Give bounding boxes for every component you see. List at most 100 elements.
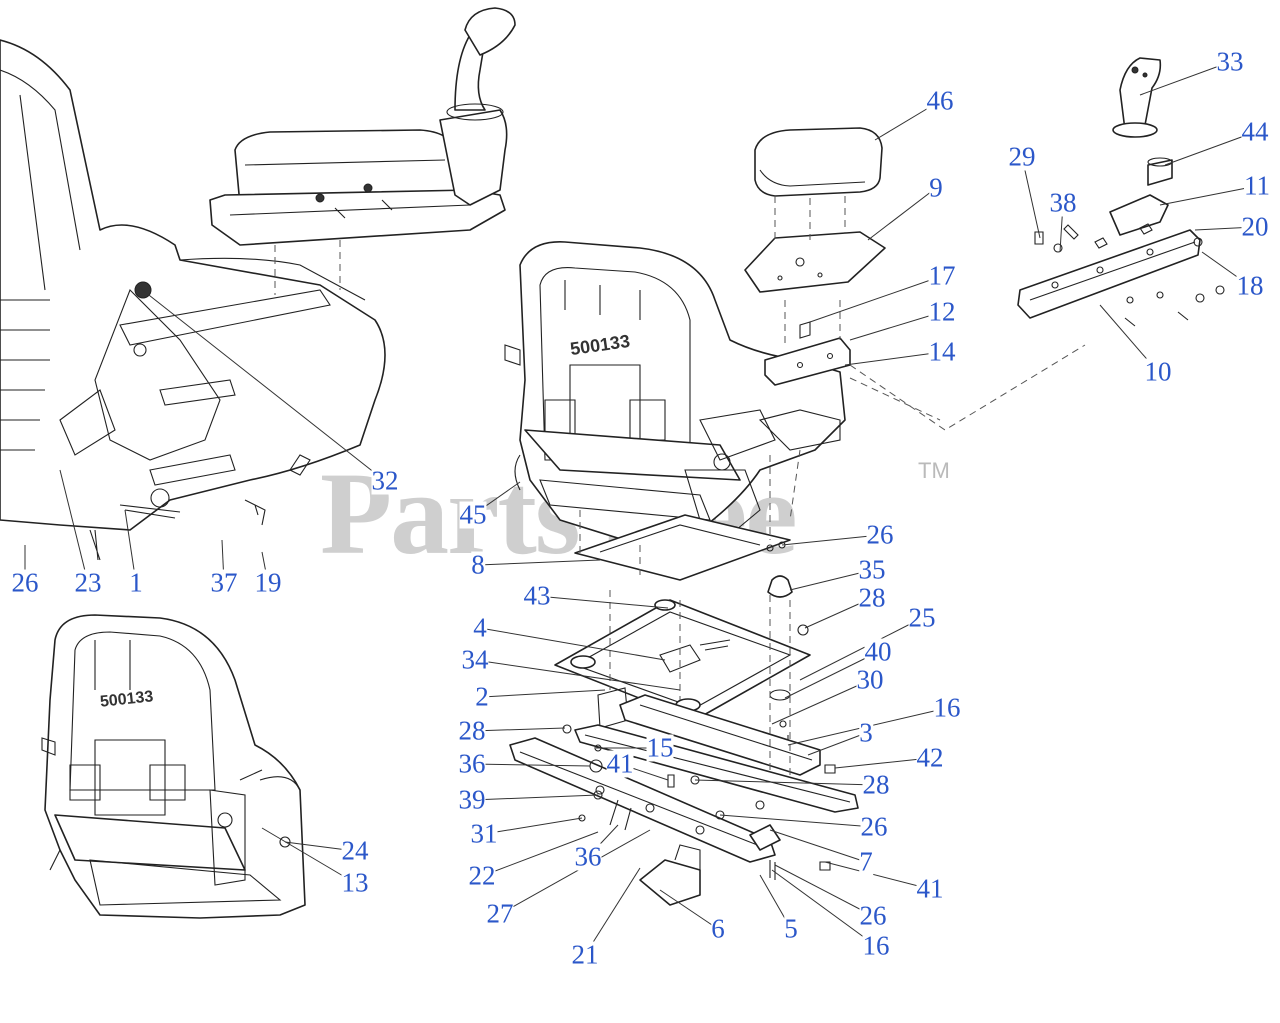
leader-line-39 bbox=[471, 794, 599, 801]
armrest-pad-46 bbox=[754, 127, 883, 197]
callout-10[interactable]: 10 bbox=[1144, 356, 1172, 387]
callout-41[interactable]: 41 bbox=[916, 873, 944, 904]
callout-43[interactable]: 43 bbox=[523, 580, 551, 611]
callout-4[interactable]: 4 bbox=[473, 612, 487, 643]
callout-12[interactable]: 12 bbox=[928, 296, 956, 327]
callout-25[interactable]: 25 bbox=[908, 602, 936, 633]
callout-33[interactable]: 33 bbox=[1216, 46, 1244, 77]
callout-26[interactable]: 26 bbox=[866, 519, 894, 550]
callout-36[interactable]: 36 bbox=[574, 841, 602, 872]
leader-line-11 bbox=[1159, 185, 1258, 206]
leader-line-41 bbox=[824, 861, 931, 890]
callout-42[interactable]: 42 bbox=[916, 742, 944, 773]
callout-17[interactable]: 17 bbox=[928, 260, 956, 291]
leader-line-25 bbox=[799, 617, 923, 681]
mount-35 bbox=[767, 575, 793, 598]
callout-3[interactable]: 3 bbox=[859, 717, 873, 748]
leader-line-3 bbox=[807, 732, 867, 756]
callout-28[interactable]: 28 bbox=[862, 769, 890, 800]
callout-7[interactable]: 7 bbox=[859, 846, 873, 877]
leader-line-26 bbox=[774, 864, 874, 917]
callout-32[interactable]: 32 bbox=[371, 465, 399, 496]
leader-line-14 bbox=[844, 351, 943, 366]
bracket-11 bbox=[1109, 194, 1169, 236]
callout-15[interactable]: 15 bbox=[646, 732, 674, 763]
callout-46[interactable]: 46 bbox=[926, 85, 954, 116]
callout-28[interactable]: 28 bbox=[858, 582, 886, 613]
callout-40[interactable]: 40 bbox=[864, 636, 892, 667]
callout-5[interactable]: 5 bbox=[784, 913, 798, 944]
callout-14[interactable]: 14 bbox=[928, 336, 956, 367]
leader-line-28 bbox=[694, 779, 877, 786]
leader-line-34 bbox=[474, 659, 681, 691]
callout-27[interactable]: 27 bbox=[486, 898, 514, 929]
leader-line-6 bbox=[659, 889, 719, 930]
callout-26[interactable]: 26 bbox=[860, 811, 888, 842]
leader-line-27 bbox=[499, 829, 651, 915]
callout-11[interactable]: 11 bbox=[1244, 170, 1270, 201]
callout-45[interactable]: 45 bbox=[459, 499, 487, 530]
callout-26[interactable]: 26 bbox=[859, 900, 887, 931]
bracket-6 bbox=[639, 844, 701, 906]
leader-line-29 bbox=[1021, 156, 1041, 239]
callout-21[interactable]: 21 bbox=[571, 939, 599, 970]
callout-22[interactable]: 22 bbox=[468, 860, 496, 891]
leader-line-42 bbox=[834, 757, 931, 769]
armrest-left bbox=[209, 129, 506, 246]
leader-line-8 bbox=[477, 559, 601, 566]
leader-line-9 bbox=[867, 187, 937, 241]
callout-41[interactable]: 41 bbox=[606, 748, 634, 779]
callout-2[interactable]: 2 bbox=[475, 681, 489, 712]
leader-line-26 bbox=[719, 814, 875, 828]
seat-backview-inset bbox=[41, 614, 306, 919]
callout-23[interactable]: 23 bbox=[74, 567, 102, 598]
callout-1[interactable]: 1 bbox=[129, 567, 143, 598]
suspension-plate-34 bbox=[554, 599, 811, 729]
leader-line-26 bbox=[781, 534, 881, 546]
leader-line-17 bbox=[809, 275, 943, 323]
slide-rail-upper bbox=[574, 724, 859, 813]
callout-39[interactable]: 39 bbox=[458, 784, 486, 815]
leader-line-16 bbox=[771, 869, 877, 947]
callout-34[interactable]: 34 bbox=[461, 644, 489, 675]
leader-line-7 bbox=[769, 829, 867, 863]
callout-36[interactable]: 36 bbox=[458, 748, 486, 779]
leader-line-30 bbox=[771, 679, 871, 725]
joystick-left bbox=[439, 7, 516, 206]
callout-19[interactable]: 19 bbox=[254, 567, 282, 598]
callout-31[interactable]: 31 bbox=[470, 818, 498, 849]
leader-line-32 bbox=[139, 287, 386, 482]
leader-line-40 bbox=[784, 651, 879, 699]
callout-16[interactable]: 16 bbox=[862, 930, 890, 961]
leader-line-23 bbox=[59, 469, 89, 584]
callout-35[interactable]: 35 bbox=[858, 554, 886, 585]
callout-13[interactable]: 13 bbox=[341, 867, 369, 898]
callout-8[interactable]: 8 bbox=[471, 549, 485, 580]
callout-30[interactable]: 30 bbox=[856, 664, 884, 695]
callout-9[interactable]: 9 bbox=[929, 172, 943, 203]
callout-6[interactable]: 6 bbox=[711, 913, 725, 944]
slide-rail-5 bbox=[509, 737, 776, 863]
leader-line-2 bbox=[481, 689, 606, 698]
leader-line-4 bbox=[479, 627, 666, 661]
callout-37[interactable]: 37 bbox=[210, 567, 238, 598]
callout-24[interactable]: 24 bbox=[341, 835, 369, 866]
callout-18[interactable]: 18 bbox=[1236, 270, 1264, 301]
callout-26[interactable]: 26 bbox=[11, 567, 39, 598]
seat-assembly-left bbox=[0, 39, 386, 561]
callout-28[interactable]: 28 bbox=[458, 715, 486, 746]
seat-assembly-center bbox=[504, 241, 846, 546]
callout-20[interactable]: 20 bbox=[1241, 211, 1269, 242]
callout-29[interactable]: 29 bbox=[1008, 141, 1036, 172]
rail-10 bbox=[1017, 223, 1201, 319]
callout-44[interactable]: 44 bbox=[1241, 116, 1269, 147]
joystick-right bbox=[1112, 57, 1162, 138]
leader-line-35 bbox=[789, 569, 873, 591]
fasteners-center bbox=[562, 541, 831, 880]
leader-line-28 bbox=[471, 727, 566, 732]
boot-44 bbox=[1147, 157, 1173, 186]
watermark-trademark: TM bbox=[918, 458, 950, 483]
callout-16[interactable]: 16 bbox=[933, 692, 961, 723]
callout-38[interactable]: 38 bbox=[1049, 187, 1077, 218]
